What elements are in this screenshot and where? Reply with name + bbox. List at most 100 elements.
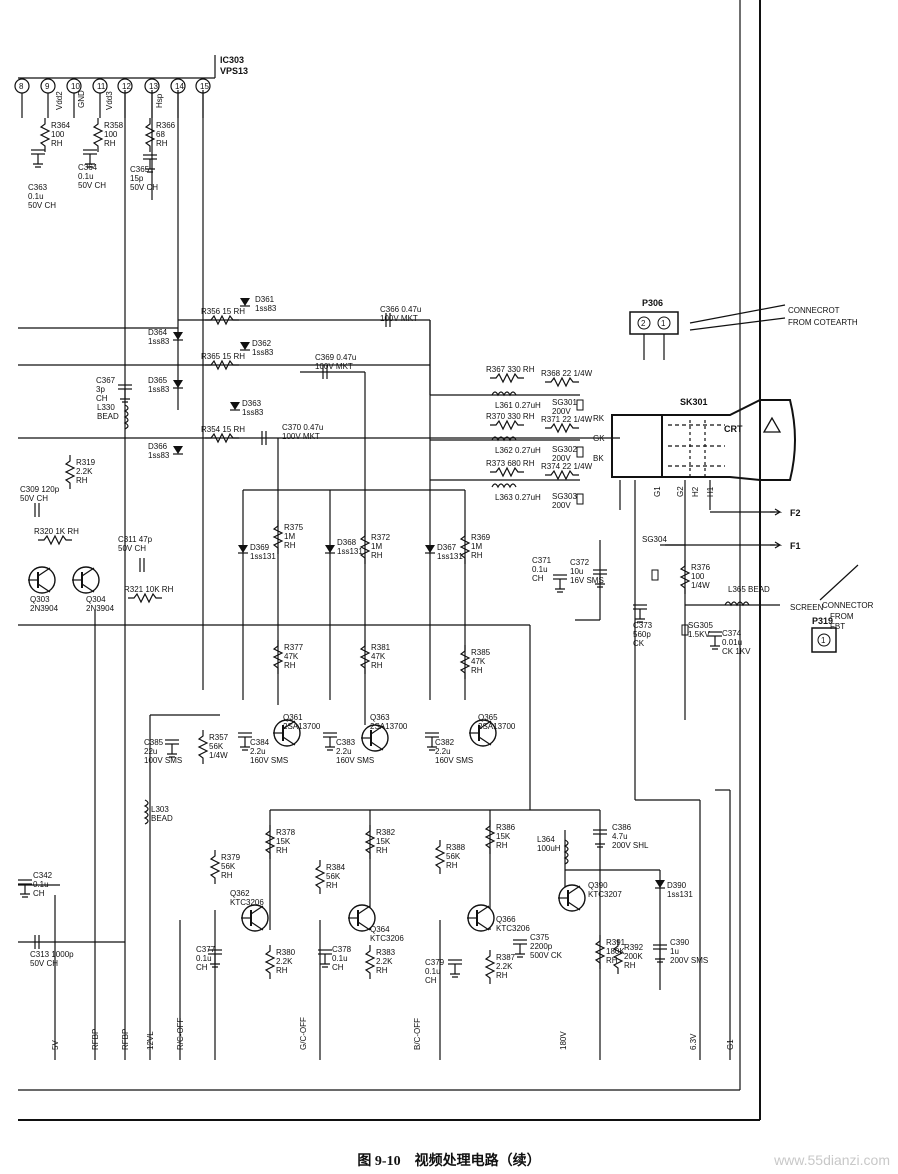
svg-text:RH: RH (471, 551, 483, 560)
svg-text:C313 1000p: C313 1000p (30, 950, 74, 959)
svg-text:R368 22 1/4W: R368 22 1/4W (541, 369, 593, 378)
svg-text:Q303: Q303 (30, 595, 50, 604)
svg-text:RH: RH (496, 841, 508, 850)
svg-text:500V CK: 500V CK (530, 951, 563, 960)
svg-text:SG303: SG303 (552, 492, 577, 501)
figure-caption: 图 9-10 视频处理电路（续） (357, 1154, 541, 1169)
ic-pin-8: 8 (14, 78, 30, 118)
heater-h2-label: H2 (691, 486, 700, 497)
svg-text:RH: RH (156, 139, 168, 148)
svg-text:1ss83: 1ss83 (148, 337, 170, 346)
connector-p306[interactable]: 2 1 P306 CONNECROT FROM COTEARTH (629, 298, 858, 360)
svg-text:L303: L303 (151, 805, 169, 814)
svg-text:R365 15 RH: R365 15 RH (201, 352, 245, 361)
svg-text:2N3904: 2N3904 (86, 604, 115, 613)
net-rc-off: R/C-OFF (176, 1017, 185, 1050)
svg-text:100: 100 (691, 572, 705, 581)
svg-text:200V SHL: 200V SHL (612, 841, 649, 850)
svg-text:9: 9 (45, 82, 50, 91)
svg-text:D363: D363 (242, 399, 262, 408)
svg-text:RH: RH (51, 139, 63, 148)
p306-label-2: FROM COTEARTH (788, 318, 858, 327)
svg-text:R321 10K RH: R321 10K RH (124, 585, 174, 594)
svg-text:L361 0.27uH: L361 0.27uH (495, 401, 541, 410)
svg-text:R320 1K RH: R320 1K RH (34, 527, 79, 536)
svg-text:R366: R366 (156, 121, 176, 130)
svg-text:1ss131: 1ss131 (667, 890, 693, 899)
kathode-green-label: GK (593, 434, 605, 443)
svg-text:2.2u: 2.2u (435, 747, 451, 756)
connector-p319[interactable]: 1 P319 SCREEN CONNECTOR FROM FBT (790, 564, 874, 653)
svg-text:100V MKT: 100V MKT (315, 362, 353, 371)
svg-text:56K: 56K (221, 862, 236, 871)
svg-text:1ss83: 1ss83 (252, 348, 274, 357)
resistor-r368: R368 22 1/4W (541, 369, 593, 388)
svg-text:0.1u: 0.1u (532, 565, 548, 574)
svg-text:SG301: SG301 (552, 398, 577, 407)
svg-text:56K: 56K (446, 852, 461, 861)
svg-text:L330: L330 (97, 403, 115, 412)
svg-text:C378: C378 (332, 945, 352, 954)
svg-text:RH: RH (284, 541, 296, 550)
svg-text:15K: 15K (376, 837, 391, 846)
svg-text:C369 0.47u: C369 0.47u (315, 353, 356, 362)
svg-text:1M: 1M (371, 542, 382, 551)
inductor-l361: L361 0.27uH (491, 391, 541, 410)
wiring (18, 90, 780, 1060)
svg-text:100V MKT: 100V MKT (282, 432, 320, 441)
svg-text:56K: 56K (326, 872, 341, 881)
svg-text:CK: CK (633, 639, 645, 648)
p319-pin: 1 (821, 636, 826, 645)
p306-label: CONNECROT (788, 306, 840, 315)
svg-text:8: 8 (19, 82, 24, 91)
svg-text:C370 0.47u: C370 0.47u (282, 423, 323, 432)
svg-text:RH: RH (624, 961, 636, 970)
ic-pin-9: 9 (40, 78, 56, 118)
svg-text:50V CH: 50V CH (118, 544, 146, 553)
svg-text:C372: C372 (570, 558, 590, 567)
svg-text:2.2K: 2.2K (76, 467, 93, 476)
svg-text:R372: R372 (371, 533, 391, 542)
svg-text:RH: RH (284, 661, 296, 670)
svg-text:R381: R381 (371, 643, 391, 652)
inductor-l363: L363 0.27uH (491, 483, 541, 502)
svg-text:R371 22 1/4W: R371 22 1/4W (541, 415, 593, 424)
svg-text:Q390: Q390 (588, 881, 608, 890)
svg-text:1ss83: 1ss83 (148, 451, 170, 460)
sparkgap-sg304: SG304 (642, 535, 667, 581)
svg-text:RH: RH (326, 881, 338, 890)
heater-h1-label: H1 (706, 486, 715, 497)
svg-text:Q364: Q364 (370, 925, 390, 934)
svg-text:R367 330 RH: R367 330 RH (486, 365, 535, 374)
svg-text:RH: RH (276, 846, 288, 855)
